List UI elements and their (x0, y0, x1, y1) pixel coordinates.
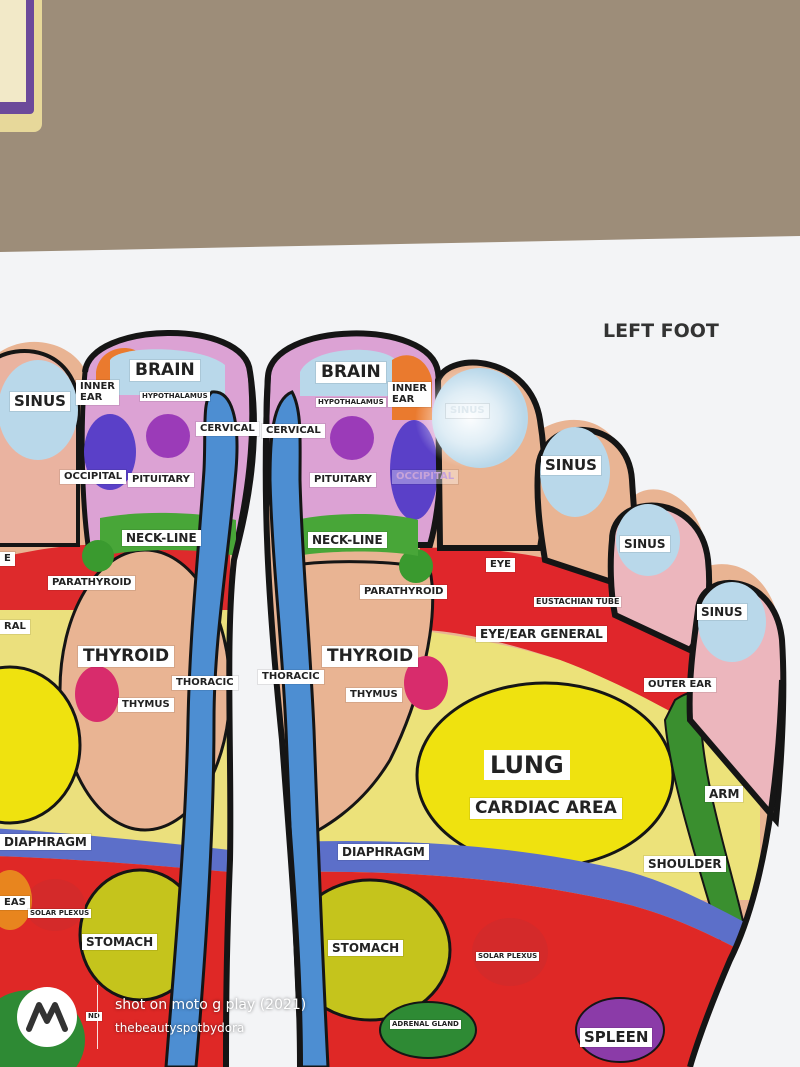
left-thymus-label: THYMUS (118, 698, 174, 712)
camera-watermark: shot on moto g play (2021) thebeautyspot… (17, 985, 337, 1049)
right-sinus-toe2-label: SINUS (446, 404, 489, 418)
left-brain-label: BRAIN (130, 360, 200, 381)
left-parathyroid-label: PARATHYROID (48, 576, 136, 590)
motorola-logo-icon (17, 987, 77, 1047)
left-edge-e-label: E (0, 552, 15, 566)
right-eye-label: EYE (486, 558, 515, 572)
right-outer-ear-label: OUTER EAR (644, 678, 716, 692)
right-hypothalamus-label: HYPOTHALAMUS (316, 398, 386, 407)
left-edge-ral-label: RAL (0, 620, 30, 634)
left-thoracic-label: THORACIC (172, 676, 238, 690)
right-inner-ear-label: INNER EAR (388, 382, 431, 407)
watermark-author-text: thebeautyspotbydora (115, 1021, 245, 1035)
right-adrenal-gland-label: ADRENAL GLAND (390, 1020, 461, 1029)
right-lung-label: LUNG (484, 750, 570, 780)
left-inner-ear-label: INNER EAR (76, 380, 119, 405)
right-cardiac-area-label: CARDIAC AREA (470, 798, 622, 819)
left-solar-plexus-label: SOLAR PLEXUS (28, 909, 92, 918)
right-neck-line-label: NECK-LINE (308, 532, 387, 548)
right-brain-label: BRAIN (316, 362, 386, 383)
left-neck-line-label: NECK-LINE (122, 530, 201, 546)
right-thymus-label: THYMUS (346, 688, 402, 702)
right-thyroid-label: THYROID (322, 646, 419, 667)
left-stomach-label: STOMACH (82, 934, 158, 950)
left-foot-title: LEFT FOOT (603, 320, 719, 342)
right-toe-2 (415, 359, 548, 551)
adrenal-gland-zone (379, 1001, 477, 1059)
right-pituitary-label: PITUITARY (310, 473, 376, 487)
corner-object (0, 0, 42, 132)
right-stomach-label: STOMACH (328, 940, 404, 956)
right-sinus-toe4-label: SINUS (620, 536, 670, 552)
right-sinus-toe5-label: SINUS (697, 604, 747, 620)
watermark-device-text: shot on moto g play (2021) (115, 997, 307, 1013)
right-diaphragm-label: DIAPHRAGM (338, 844, 429, 860)
left-pituitary-label: PITUITARY (128, 473, 194, 487)
left-edge-nd-label: ND (86, 1012, 102, 1021)
right-cervical-label: CERVICAL (262, 424, 325, 438)
left-sinus-label: SINUS (10, 392, 70, 411)
right-shoulder-label: SHOULDER (644, 856, 726, 872)
left-hypothalamus-label: HYPOTHALAMUS (140, 392, 210, 401)
watermark-divider (97, 985, 98, 1049)
right-parathyroid-label: PARATHYROID (360, 585, 448, 599)
left-cervical-label: CERVICAL (196, 422, 259, 436)
right-sinus-toe3-label: SINUS (541, 456, 601, 475)
right-spleen-label: SPLEEN (580, 1028, 653, 1047)
right-thoracic-label: THORACIC (258, 670, 324, 684)
left-occipital-label: OCCIPITAL (60, 470, 127, 484)
left-diaphragm-label: DIAPHRAGM (0, 834, 91, 850)
right-arm-label: ARM (705, 786, 744, 802)
left-edge-eas-label: EAS (0, 896, 30, 910)
right-spine-channel (268, 390, 330, 1067)
right-occipital-label: OCCIPITAL (392, 470, 459, 484)
right-eustachian-tube-label: EUSTACHIAN TUBE (534, 597, 622, 607)
right-eye-ear-general-label: EYE/EAR GENERAL (476, 626, 607, 642)
right-toe-5 (686, 579, 787, 828)
right-solar-plexus-label: SOLAR PLEXUS (476, 952, 540, 961)
left-thyroid-label: THYROID (78, 646, 175, 667)
